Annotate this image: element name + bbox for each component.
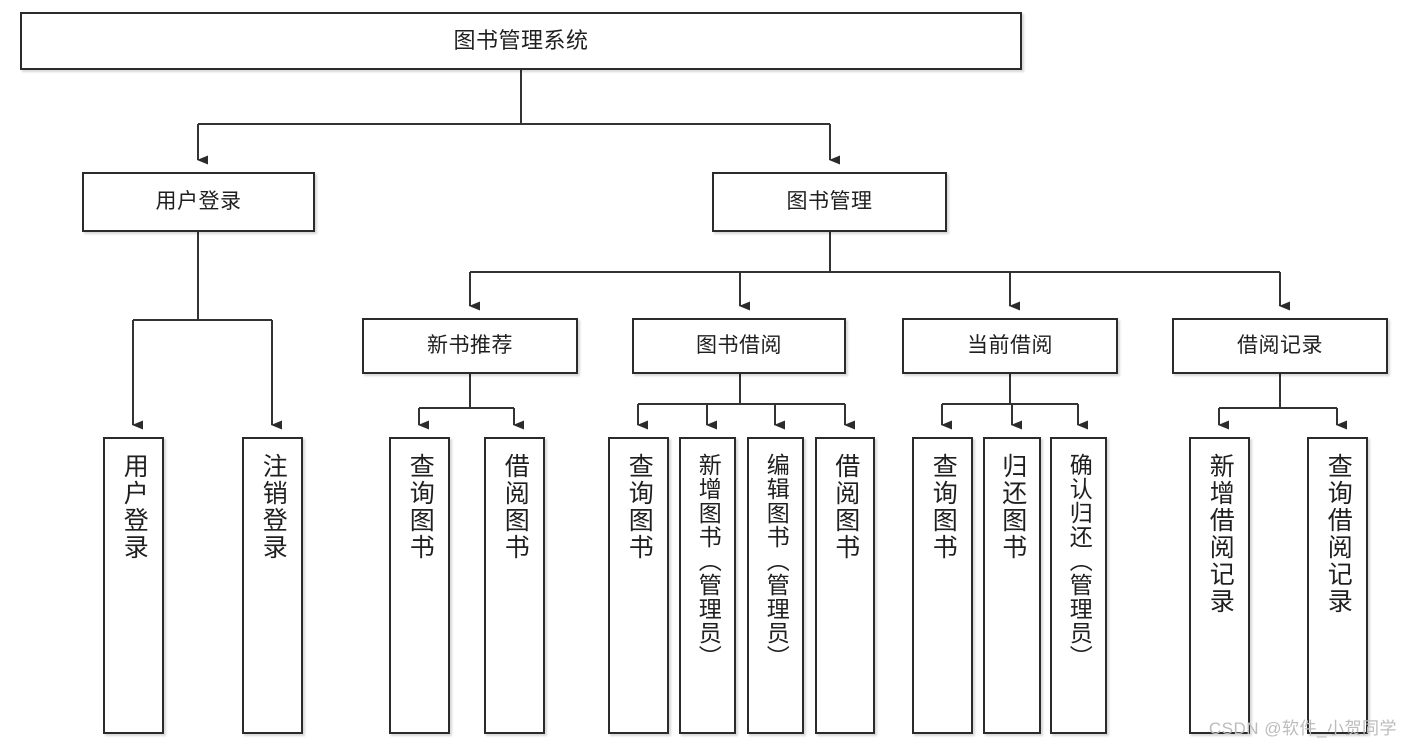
- leaf-add-borrow-record[interactable]: 新增借阅记录: [1189, 437, 1250, 734]
- leaf-add-book-admin-label: 新增图书（管理员）: [695, 453, 722, 669]
- leaf-user-login[interactable]: 用户登录: [103, 437, 164, 734]
- leaf-query-borrow-record-label: 查询借阅记录: [1324, 453, 1353, 615]
- node-root-label: 图书管理系统: [453, 28, 589, 54]
- leaf-logout-label: 注销登录: [259, 453, 288, 561]
- leaf-return-book[interactable]: 归还图书: [983, 437, 1041, 734]
- leaf-borrow-book[interactable]: 借阅图书: [815, 437, 875, 734]
- leaf-add-book-admin[interactable]: 新增图书（管理员）: [679, 437, 736, 734]
- leaf-return-book-label: 归还图书: [998, 453, 1027, 561]
- leaf-logout[interactable]: 注销登录: [242, 437, 303, 734]
- leaf-query-books-recommend[interactable]: 查询图书: [389, 437, 450, 734]
- node-book-management[interactable]: 图书管理: [712, 172, 947, 232]
- leaf-query-books-recommend-label: 查询图书: [406, 453, 435, 561]
- node-new-book-recommend-label: 新书推荐: [427, 333, 513, 357]
- leaf-query-books-current-label: 查询图书: [929, 453, 958, 561]
- node-current-borrow-label: 当前借阅: [967, 333, 1053, 357]
- leaf-confirm-return-admin[interactable]: 确认归还（管理员）: [1050, 437, 1107, 734]
- node-user-login-label: 用户登录: [155, 189, 242, 213]
- node-book-borrow[interactable]: 图书借阅: [632, 318, 846, 374]
- leaf-borrow-books-recommend[interactable]: 借阅图书: [484, 437, 545, 734]
- leaf-confirm-return-admin-label: 确认归还（管理员）: [1066, 453, 1093, 669]
- csdn-watermark: CSDN @软件_小贺同学: [1208, 719, 1397, 738]
- leaf-query-books-borrow-label: 查询图书: [625, 453, 654, 561]
- node-borrow-records[interactable]: 借阅记录: [1172, 318, 1388, 374]
- leaf-borrow-book-label: 借阅图书: [831, 453, 860, 561]
- leaf-user-login-label: 用户登录: [120, 453, 149, 561]
- node-book-management-label: 图书管理: [786, 189, 873, 213]
- node-borrow-records-label: 借阅记录: [1237, 333, 1323, 357]
- leaf-edit-book-admin-label: 编辑图书（管理员）: [763, 453, 790, 669]
- leaf-edit-book-admin[interactable]: 编辑图书（管理员）: [747, 437, 804, 734]
- leaf-query-books-current[interactable]: 查询图书: [912, 437, 973, 734]
- leaf-query-books-borrow[interactable]: 查询图书: [608, 437, 669, 734]
- leaf-add-borrow-record-label: 新增借阅记录: [1206, 453, 1235, 615]
- leaf-borrow-books-recommend-label: 借阅图书: [501, 453, 530, 561]
- node-current-borrow[interactable]: 当前借阅: [902, 318, 1118, 374]
- node-root[interactable]: 图书管理系统: [20, 12, 1022, 70]
- node-new-book-recommend[interactable]: 新书推荐: [362, 318, 578, 374]
- node-user-login[interactable]: 用户登录: [82, 172, 315, 232]
- leaf-query-borrow-record[interactable]: 查询借阅记录: [1307, 437, 1368, 734]
- node-book-borrow-label: 图书借阅: [696, 333, 782, 357]
